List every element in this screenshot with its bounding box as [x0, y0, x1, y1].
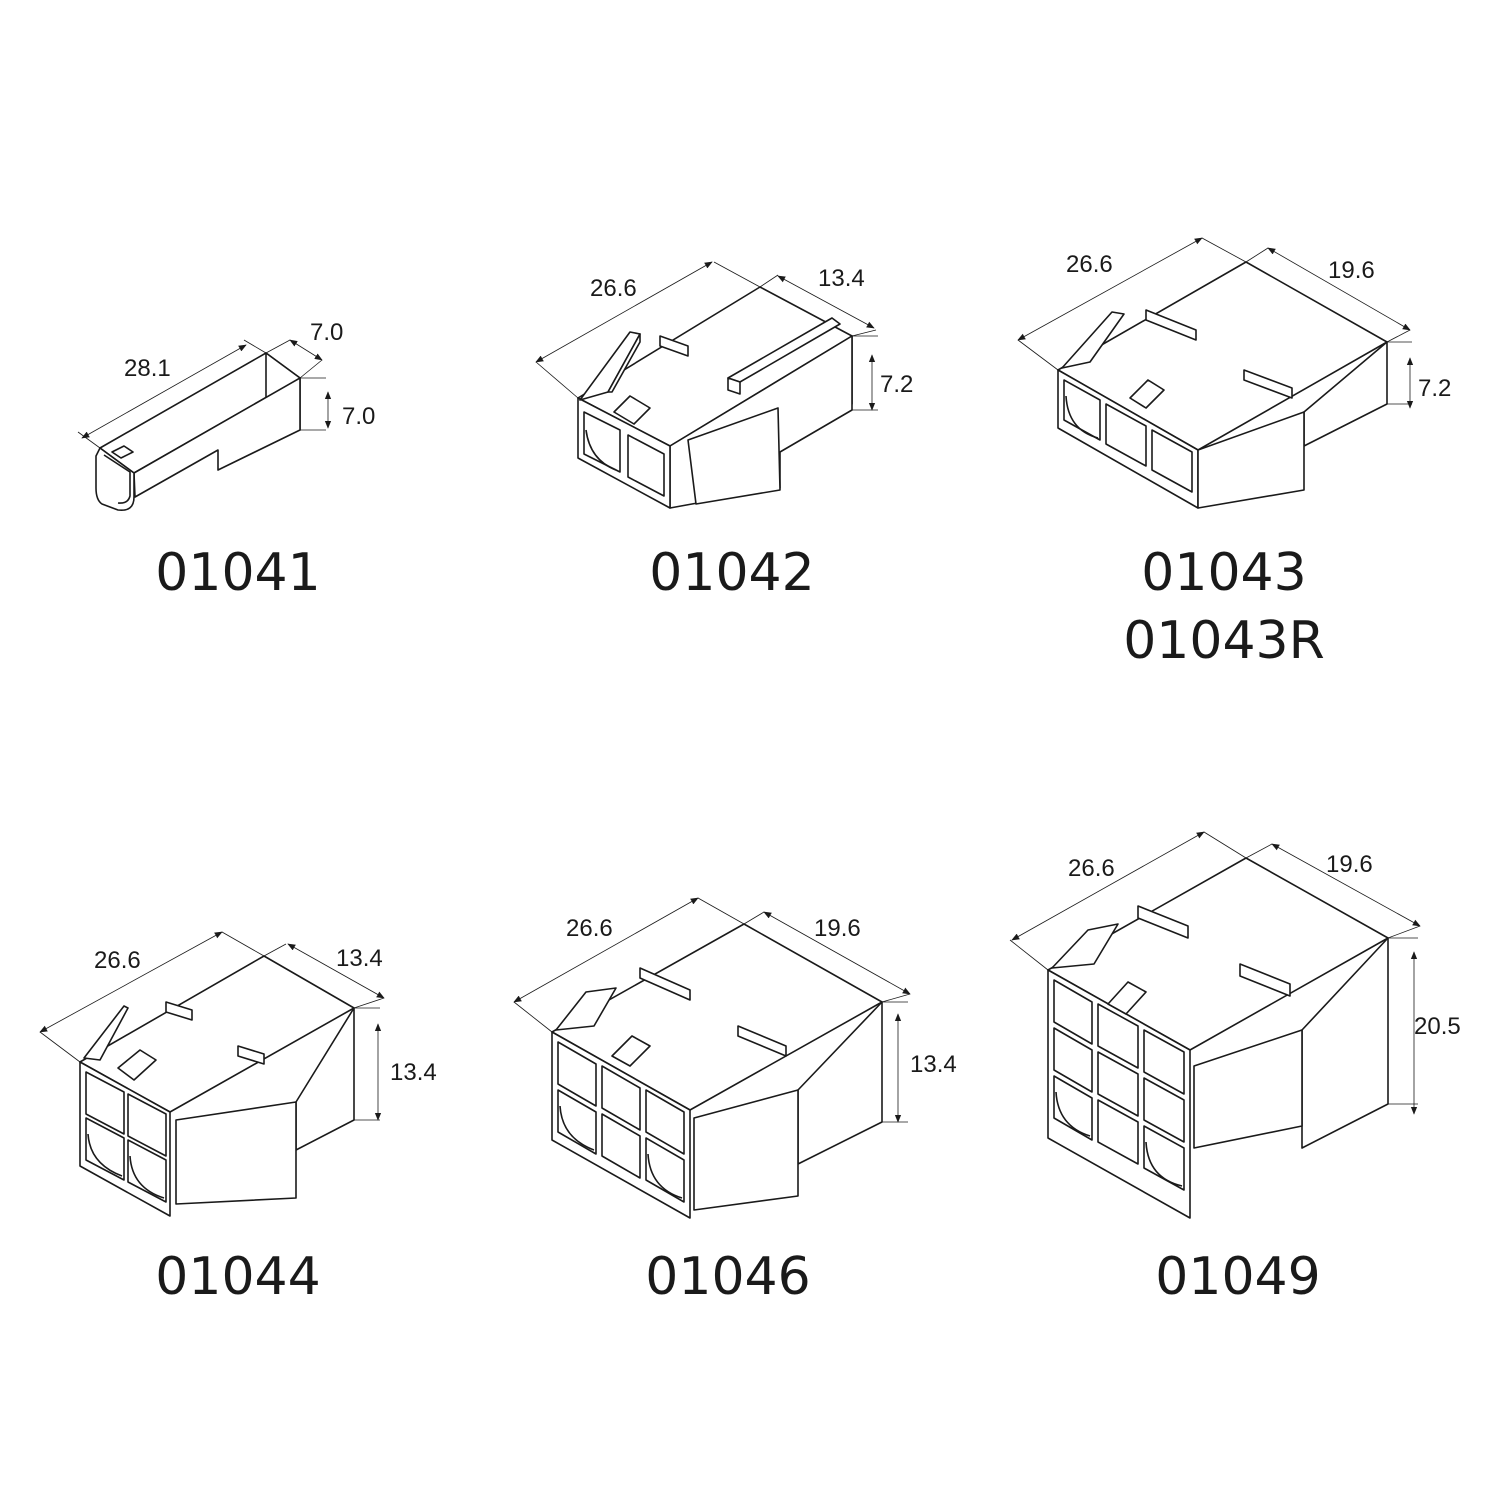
dimension-height: 13.4	[910, 1051, 957, 1078]
connector-01049-drawing	[1009, 831, 1421, 1219]
connector-01044: 26.6 13.4 13.4 01044	[39, 931, 437, 1307]
part-number: 01043	[1141, 543, 1306, 603]
dimension-arrows	[1011, 831, 1421, 1115]
dimension-arrows	[1017, 237, 1414, 409]
part-number-alt: 01043R	[1123, 611, 1325, 671]
part-number: 01044	[155, 1247, 320, 1307]
connector-01041-drawing	[77, 339, 326, 512]
dimension-width: 13.4	[818, 265, 865, 292]
dimension-height: 7.0	[342, 403, 375, 430]
dimension-height: 7.2	[1418, 375, 1451, 402]
dimension-width: 13.4	[336, 945, 383, 972]
dimension-length: 26.6	[94, 947, 141, 974]
dimension-width: 19.6	[1328, 257, 1375, 284]
connector-01043: 26.6 19.6 7.2 01043 01043R	[1017, 237, 1451, 671]
connector-01046-drawing	[513, 897, 911, 1219]
part-number: 01042	[649, 543, 814, 603]
part-number: 01049	[1155, 1247, 1320, 1307]
dimension-width: 19.6	[814, 915, 861, 942]
connector-01044-drawing	[39, 931, 385, 1217]
dimension-length: 28.1	[124, 355, 171, 382]
dimension-length: 26.6	[590, 275, 637, 302]
dimension-height: 13.4	[390, 1059, 437, 1086]
dimension-length: 26.6	[1066, 251, 1113, 278]
connector-01041: 28.1 7.0 7.0 01041	[77, 319, 375, 603]
part-number: 01041	[155, 543, 320, 603]
connector-01042: 26.6 13.4 7.2 01042	[535, 261, 913, 603]
dimension-height: 7.2	[880, 371, 913, 398]
dimension-arrows	[81, 339, 332, 439]
dimension-length: 26.6	[566, 915, 613, 942]
dimension-arrows	[39, 931, 385, 1121]
dimension-length: 26.6	[1068, 855, 1115, 882]
dimension-width: 7.0	[310, 319, 343, 346]
dimension-height: 20.5	[1414, 1013, 1461, 1040]
connector-01049: 26.6 19.6 20.5 01049	[1009, 831, 1461, 1307]
dimension-width: 19.6	[1326, 851, 1373, 878]
connector-01042-drawing	[535, 261, 878, 509]
part-number: 01046	[645, 1247, 810, 1307]
dimension-arrows	[513, 897, 911, 1123]
connector-01046: 26.6 19.6 13.4 01046	[513, 897, 957, 1307]
dimension-arrows	[535, 261, 876, 411]
